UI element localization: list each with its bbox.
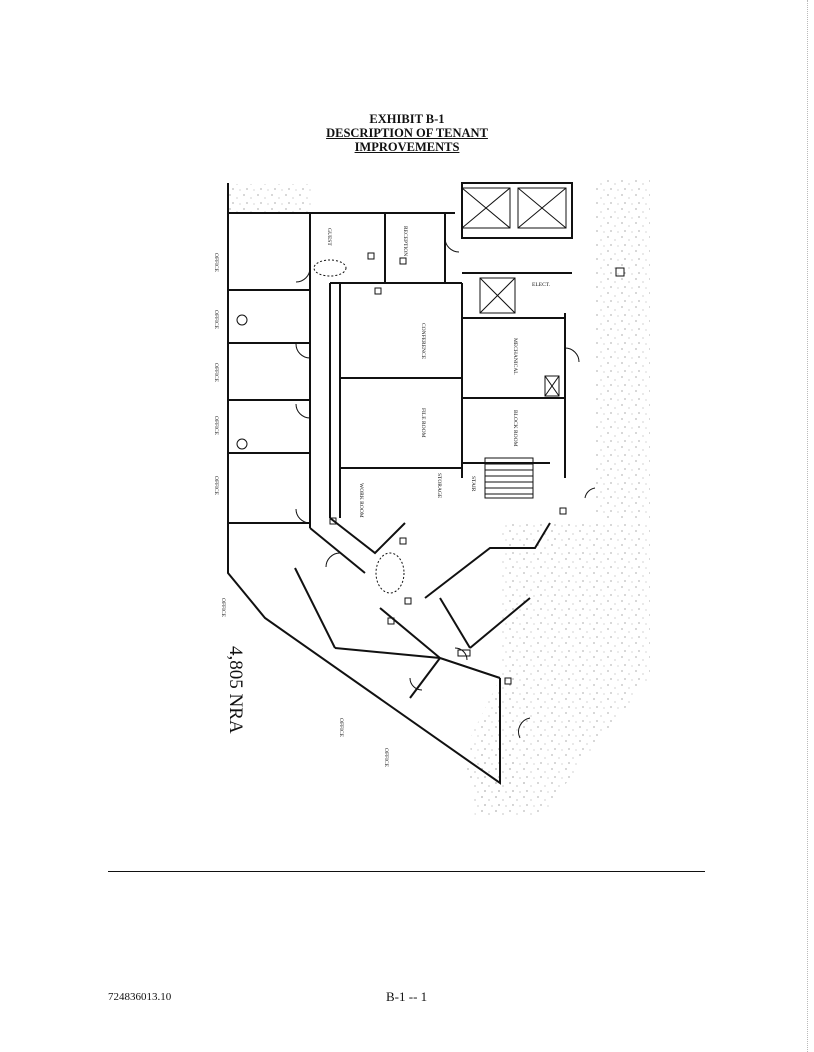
exhibit-subtitle-line1: DESCRIPTION OF TENANT — [326, 126, 488, 140]
exhibit-subtitle-line2: IMPROVEMENTS — [354, 140, 460, 154]
room-office-3: OFFICE — [213, 363, 219, 383]
room-office-5: OFFICE — [213, 476, 219, 496]
room-reception: RECEPTION — [402, 226, 408, 256]
footer-rule — [108, 871, 705, 872]
room-office-6: OFFICE — [220, 598, 226, 618]
room-file-room: FILE ROOM — [420, 408, 426, 438]
page-number: B-1 -- 1 — [386, 989, 428, 1004]
exhibit-title: EXHIBIT B-1 — [369, 112, 445, 126]
fixtures — [236, 187, 625, 739]
area-label: 4,805 NRA — [225, 646, 246, 734]
room-stair: STAIR — [470, 476, 476, 492]
floor-plan: OFFICE OFFICE OFFICE OFFICE OFFICE OFFIC… — [213, 178, 650, 818]
room-conference: CONFERENCE — [420, 323, 426, 360]
room-office-8: OFFICE — [383, 748, 389, 768]
room-office-4: OFFICE — [213, 416, 219, 436]
room-mechanical: MECHANICAL — [512, 338, 518, 375]
room-work-room: WORK ROOM — [358, 483, 364, 518]
room-office-7: OFFICE — [338, 718, 344, 738]
document-id: 724836013.10 — [108, 991, 172, 1003]
room-elect: ELECT. — [532, 282, 551, 288]
room-office-1: OFFICE — [213, 253, 219, 273]
scan-edge — [807, 0, 814, 1052]
stippled-exterior — [228, 178, 650, 818]
room-guest: GUEST — [326, 228, 332, 246]
room-storage: STORAGE — [436, 473, 442, 499]
room-block-room: BLOCK ROOM — [512, 410, 518, 447]
walls — [227, 182, 573, 785]
room-labels: OFFICE OFFICE OFFICE OFFICE OFFICE OFFIC… — [213, 226, 551, 768]
room-office-2: OFFICE — [213, 310, 219, 330]
